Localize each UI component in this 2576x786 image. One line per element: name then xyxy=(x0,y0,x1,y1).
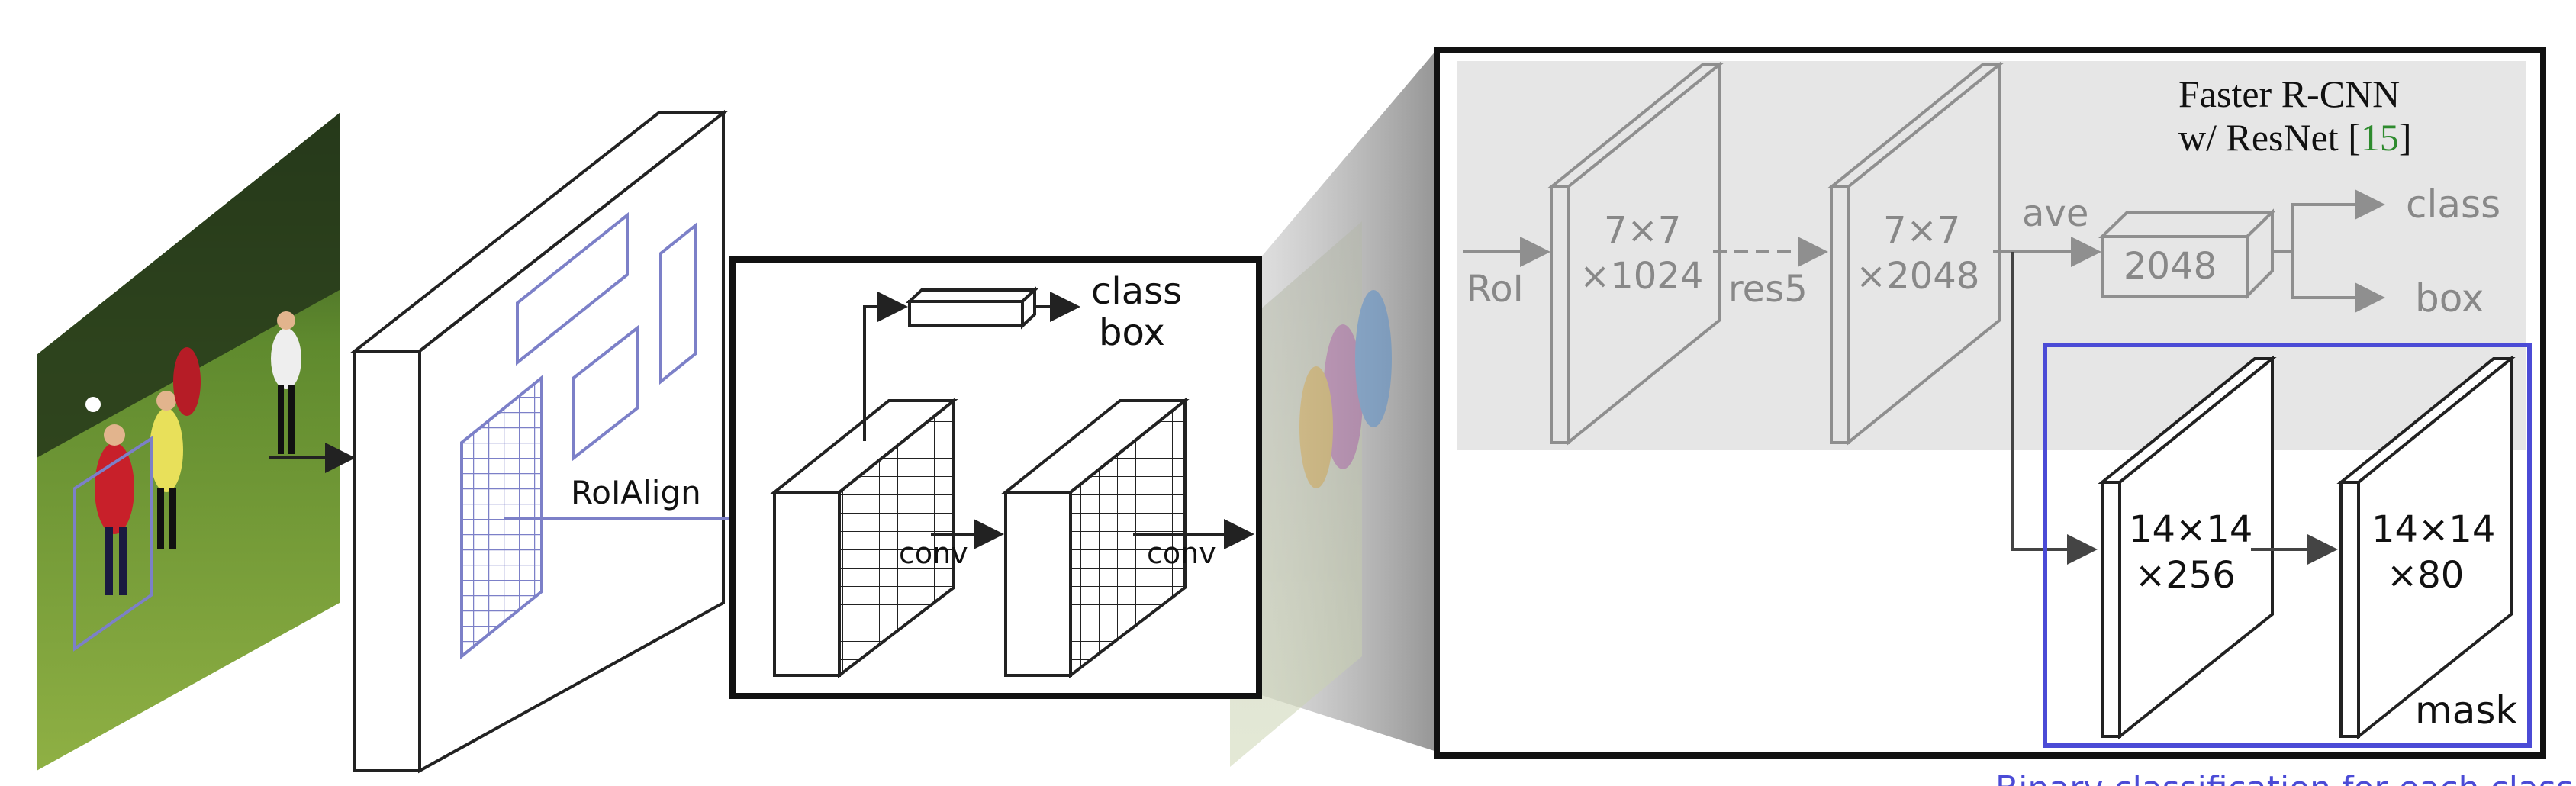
mask2-dim-1: 14×14 xyxy=(2372,508,2495,551)
head-class-label: class xyxy=(2406,182,2500,227)
conv-block-2 xyxy=(1001,397,1190,679)
box-label: box xyxy=(1099,311,1165,354)
roi-label: RoI xyxy=(1467,268,1524,311)
faster-rcnn-title: Faster R-CNN xyxy=(2178,72,2400,115)
conv-block-1 xyxy=(770,397,958,679)
feature-map xyxy=(350,109,728,774)
vector-2048-label: 2048 xyxy=(2124,245,2217,288)
binary-classification-caption: Binary classification for each class xyxy=(1995,769,2574,786)
class-box-branch xyxy=(863,292,908,441)
head-branch xyxy=(2272,189,2385,253)
mask-region xyxy=(2043,343,2532,748)
head-branch-box xyxy=(2291,252,2385,313)
mask2-dim-2: ×80 xyxy=(2387,554,2464,597)
input-image xyxy=(37,113,340,771)
fc-vector xyxy=(905,286,1039,330)
mask-block-2 xyxy=(2336,355,2516,740)
res-block-1 xyxy=(1547,61,1724,446)
photo-faded-icon xyxy=(1230,221,1392,767)
conv-label-2: conv xyxy=(1147,536,1216,570)
mask1-dim-2: ×256 xyxy=(2135,554,2236,597)
block1-dim-2: ×1024 xyxy=(1579,255,1703,298)
res-block-2 xyxy=(1827,61,2004,446)
conv-label-1: conv xyxy=(899,536,968,570)
class-label: class xyxy=(1091,270,1182,313)
res5-label: res5 xyxy=(1728,268,1808,311)
mask-branch xyxy=(2011,252,2098,565)
roi-box xyxy=(73,436,153,652)
mask-label: mask xyxy=(2415,688,2517,733)
ave-label: ave xyxy=(2022,192,2088,235)
roi-grid xyxy=(460,374,543,660)
block2-dim-2: ×2048 xyxy=(1856,255,1979,298)
faster-rcnn-subtitle: w/ ResNet [15] xyxy=(2178,116,2412,159)
roialign-label: RoIAlign xyxy=(571,474,701,511)
block1-dim-1: 7×7 xyxy=(1604,209,1681,252)
mask-block-1 xyxy=(2098,355,2277,740)
mask1-dim-1: 14×14 xyxy=(2129,508,2252,551)
photo-icon xyxy=(85,311,301,595)
head-box-label: box xyxy=(2415,276,2484,321)
block2-dim-1: 7×7 xyxy=(1883,209,1960,252)
vector-2048 xyxy=(2098,208,2276,300)
